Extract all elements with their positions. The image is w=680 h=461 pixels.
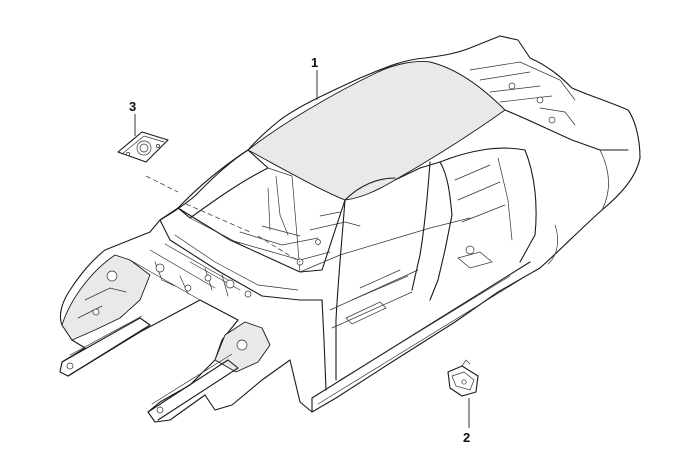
- callout-1: 1: [311, 55, 319, 70]
- part-3-plate: [117, 131, 169, 163]
- part-2-bracket: [447, 359, 479, 397]
- leader-dashed-3: [145, 175, 301, 263]
- car-body-shell: [59, 35, 641, 423]
- callout-2: 2: [463, 430, 471, 445]
- callout-3: 3: [129, 99, 137, 114]
